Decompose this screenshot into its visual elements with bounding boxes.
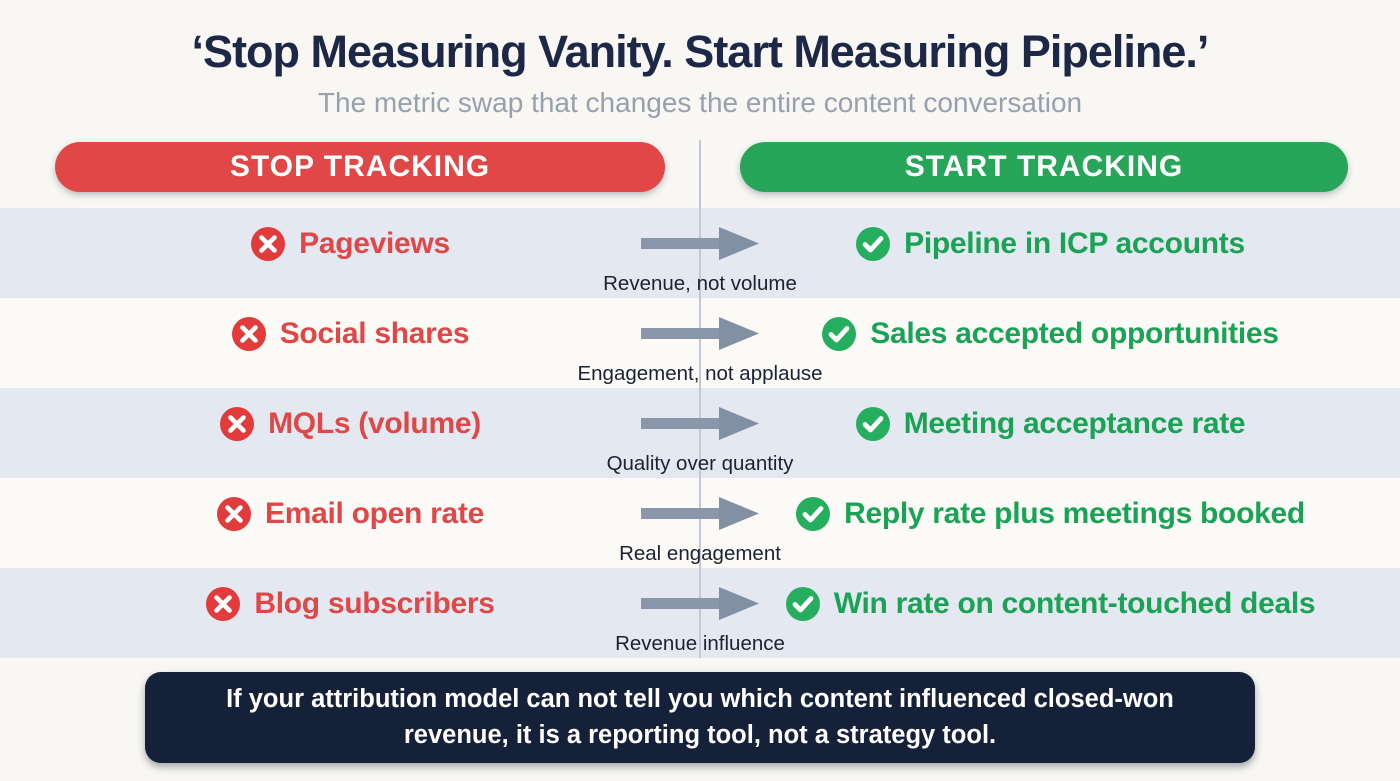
start-metric-label: Meeting acceptance rate bbox=[903, 407, 1246, 440]
start-metric-cell: Meeting acceptance rate bbox=[700, 394, 1400, 454]
x-circle-icon bbox=[219, 406, 255, 442]
metric-row-blog-subscribers: Blog subscribers Win rate on content-tou… bbox=[0, 568, 1400, 658]
metric-row-social-shares: Social shares Sales accepted opportuniti… bbox=[0, 298, 1400, 388]
metric-rows: Pageviews Pipeline in ICP accounts Reven… bbox=[0, 208, 1400, 658]
metric-row-mqls: MQLs (volume) Meeting acceptance rate Qu… bbox=[0, 388, 1400, 478]
start-metric-label: Pipeline in ICP accounts bbox=[904, 227, 1245, 260]
center-divider bbox=[699, 140, 701, 658]
start-metric-cell: Sales accepted opportunities bbox=[700, 304, 1400, 364]
start-tracking-header: START TRACKING bbox=[740, 142, 1348, 192]
start-metric-cell: Win rate on content-touched deals bbox=[700, 574, 1400, 634]
stop-tracking-header: STOP TRACKING bbox=[55, 142, 665, 192]
stop-metric-label: MQLs (volume) bbox=[268, 407, 481, 440]
x-circle-icon bbox=[250, 226, 286, 262]
check-circle-icon bbox=[855, 226, 891, 262]
swap-caption: Real engagement bbox=[619, 542, 781, 565]
start-metric-cell: Reply rate plus meetings booked bbox=[700, 484, 1400, 544]
stop-metric-cell: MQLs (volume) bbox=[0, 394, 700, 454]
start-metric-label: Win rate on content-touched deals bbox=[833, 587, 1316, 620]
stop-metric-label: Pageviews bbox=[299, 227, 450, 260]
metric-row-pageviews: Pageviews Pipeline in ICP accounts Reven… bbox=[0, 208, 1400, 298]
check-circle-icon bbox=[795, 496, 831, 532]
page-title: ‘Stop Measuring Vanity. Start Measuring … bbox=[191, 26, 1210, 77]
stop-metric-cell: Blog subscribers bbox=[0, 574, 700, 634]
stop-metric-label: Blog subscribers bbox=[254, 587, 495, 620]
attribution-note: If your attribution model can not tell y… bbox=[145, 672, 1255, 763]
swap-caption: Engagement, not applause bbox=[577, 362, 823, 385]
start-metric-label: Sales accepted opportunities bbox=[870, 317, 1279, 350]
stop-metric-cell: Pageviews bbox=[0, 214, 700, 274]
attribution-note-text: If your attribution model can not tell y… bbox=[226, 685, 1174, 749]
x-circle-icon bbox=[216, 496, 252, 532]
swap-caption: Revenue, not volume bbox=[603, 272, 797, 295]
check-circle-icon bbox=[785, 586, 821, 622]
stop-metric-cell: Social shares bbox=[0, 304, 700, 364]
swap-caption: Revenue influence bbox=[615, 632, 785, 655]
stop-metric-label: Social shares bbox=[279, 317, 470, 350]
start-metric-label: Reply rate plus meetings booked bbox=[844, 497, 1305, 530]
stop-metric-cell: Email open rate bbox=[0, 484, 700, 544]
stop-metric-label: Email open rate bbox=[265, 497, 484, 530]
x-circle-icon bbox=[231, 316, 267, 352]
metric-row-email-open-rate: Email open rate Reply rate plus meetings… bbox=[0, 478, 1400, 568]
x-circle-icon bbox=[205, 586, 241, 622]
check-circle-icon bbox=[821, 316, 857, 352]
page-subtitle: The metric swap that changes the entire … bbox=[317, 87, 1083, 118]
swap-caption: Quality over quantity bbox=[606, 452, 794, 475]
start-metric-cell: Pipeline in ICP accounts bbox=[700, 214, 1400, 274]
check-circle-icon bbox=[855, 406, 891, 442]
